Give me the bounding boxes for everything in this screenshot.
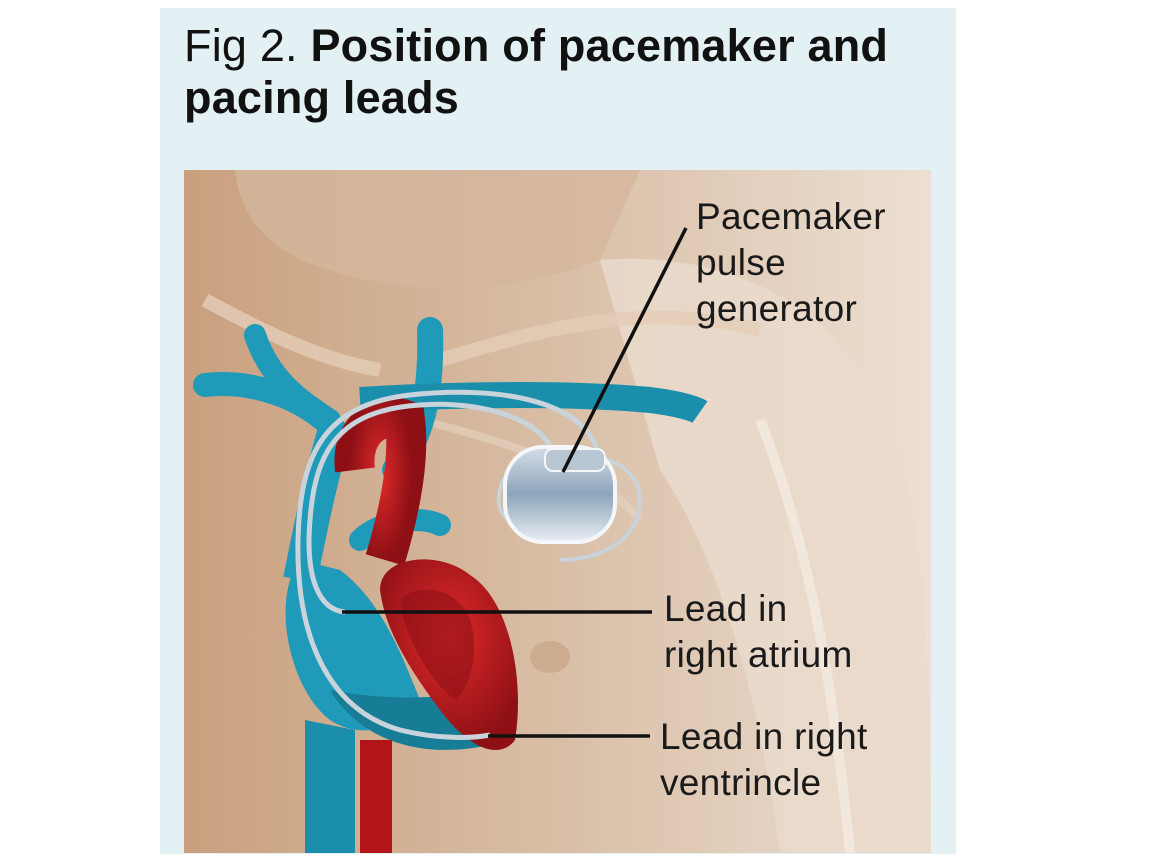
- nipple: [530, 641, 570, 673]
- subclavian-vein: [359, 382, 708, 424]
- leader-line-generator: [561, 227, 688, 473]
- clavicle-right: [437, 310, 762, 367]
- inferior-vena-cava: [305, 720, 355, 853]
- anatomy-illustration: [184, 170, 931, 853]
- descending-aorta: [360, 740, 392, 853]
- callout-lead-right-atrium: Lead in right atrium: [664, 588, 853, 675]
- figure-label: Fig 2.: [184, 20, 298, 71]
- neck-shape: [235, 170, 640, 289]
- subclavian-left-vein: [193, 372, 347, 442]
- figure-heading: Position of pacemaker and pacing leads: [184, 20, 889, 123]
- callout-lead-right-ventricle: Lead in right ventrincle: [660, 716, 868, 803]
- left-ventricle-inner: [400, 589, 475, 700]
- right-atrium: [285, 560, 420, 731]
- figure-title: Fig 2. Position of pacemaker and pacing …: [184, 20, 944, 124]
- clavicle-left: [201, 293, 382, 377]
- pacemaker-header: [544, 448, 606, 472]
- pacing-lead-ventricle: [295, 389, 604, 740]
- callout-pulse-generator: Pacemaker pulse generator: [696, 196, 886, 329]
- aortic-arch: [334, 397, 427, 566]
- pacing-lead-atrium: [306, 401, 558, 615]
- arm-contour: [755, 418, 855, 853]
